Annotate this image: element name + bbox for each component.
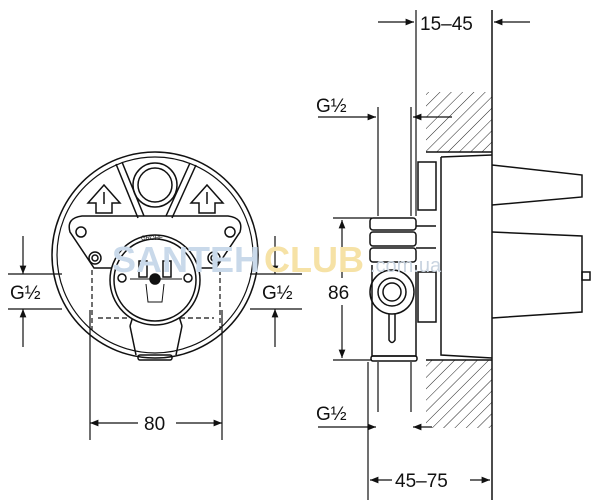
install-depth-dimension-label: 45–75 bbox=[395, 471, 448, 492]
top-port-inner bbox=[137, 167, 173, 203]
top-port-outer bbox=[132, 162, 178, 208]
watermark-domain: .com.ua bbox=[370, 255, 442, 277]
inlet-right-label: G½ bbox=[262, 283, 293, 304]
side-view bbox=[369, 10, 591, 500]
wall-section-top bbox=[426, 92, 492, 152]
wall-section-bottom bbox=[426, 360, 492, 428]
front-dimensions bbox=[8, 236, 302, 440]
front-view bbox=[51, 151, 259, 361]
watermark-part2: CLUB bbox=[264, 239, 364, 280]
inlet-left-label: G½ bbox=[10, 283, 41, 304]
watermark: SANTEH CLUB .com.ua bbox=[112, 239, 442, 280]
wall-depth-dimension-label: 15–45 bbox=[420, 14, 473, 35]
mounting-plate-side bbox=[440, 154, 493, 359]
handle-upper bbox=[491, 164, 583, 206]
pipe-ring bbox=[369, 217, 417, 231]
side-dimensions bbox=[318, 10, 530, 500]
brand-mark: GROHE bbox=[141, 236, 163, 242]
arrow-up-warning-icon bbox=[86, 183, 122, 214]
height-dimension-label: 86 bbox=[328, 283, 349, 304]
width-dimension-label: 80 bbox=[144, 414, 165, 435]
mounting-plate-outer bbox=[51, 151, 259, 359]
side-port bbox=[369, 269, 415, 315]
mounting-plate-inner bbox=[56, 156, 254, 354]
handle-lower bbox=[491, 231, 583, 319]
arrow-up-warning-icon bbox=[189, 183, 225, 214]
bottom-connection-label: G½ bbox=[316, 404, 347, 425]
mounting-bar bbox=[68, 215, 242, 269]
watermark-part1: SANTEH bbox=[112, 239, 260, 280]
top-connection-label: G½ bbox=[316, 96, 347, 117]
